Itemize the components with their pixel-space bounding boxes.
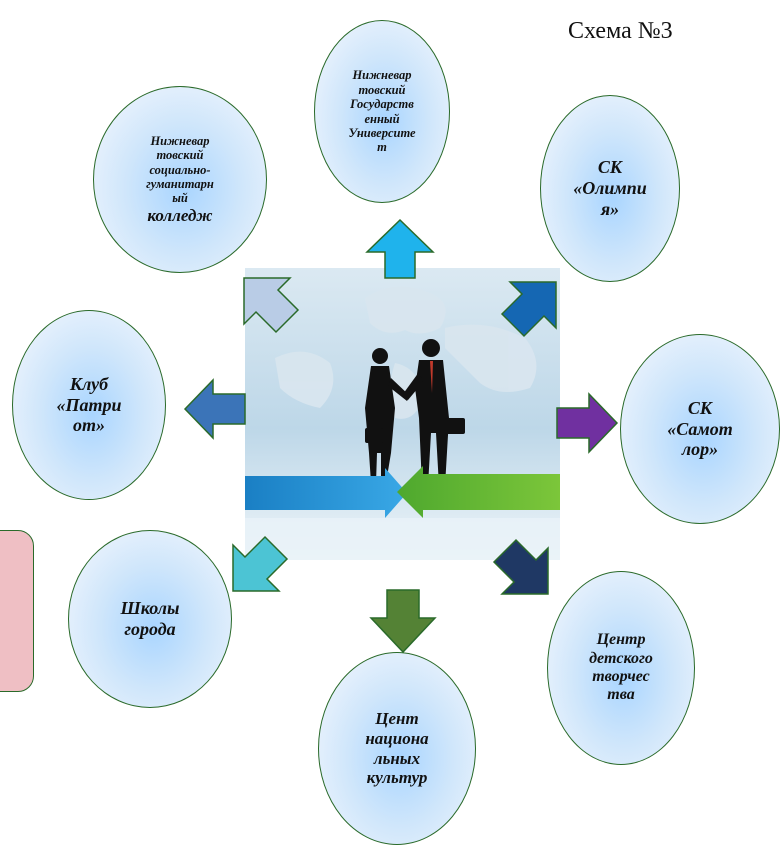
side-pink-box xyxy=(0,530,34,692)
arrow-down xyxy=(369,589,437,654)
node-left-patriot: Клуб «Патри от» xyxy=(12,310,166,500)
node-left-label: Клуб «Патри от» xyxy=(56,373,122,436)
node-top-right-olympia: СК «Олимпи я» xyxy=(540,95,680,282)
node-bottom-right-children: Центр детского творчес тва xyxy=(547,571,695,765)
node-top-left-college: Нижневар товский социально- гуманитарн ы… xyxy=(93,86,267,273)
arrow-down-right xyxy=(492,538,549,595)
arrow-up xyxy=(365,218,435,279)
arrow-right xyxy=(556,392,619,454)
node-top-left-label-small: Нижневар товский социально- гуманитарн ы… xyxy=(146,133,214,206)
node-right-label: СК «Самот лор» xyxy=(667,397,733,460)
node-bottom-right-label: Центр детского творчес тва xyxy=(589,631,653,704)
node-bottom-cultures: Цент национа льных культур xyxy=(318,652,476,845)
arrow-up-left xyxy=(243,277,300,334)
arrow-down-left xyxy=(232,535,289,592)
node-right-samotlor: СК «Самот лор» xyxy=(620,334,780,524)
node-bottom-left-schools: Школы города xyxy=(68,530,232,708)
node-top-left-label-big: колледж xyxy=(147,205,213,225)
diagram-title: Схема №3 xyxy=(568,18,673,44)
node-top-nvgu: Нижневар товский Государств енный Универ… xyxy=(314,20,450,203)
node-top-label: Нижневар товский Государств енный Универ… xyxy=(348,68,416,155)
node-top-right-label: СК «Олимпи я» xyxy=(573,157,647,219)
node-bottom-left-label: Школы города xyxy=(120,598,180,639)
node-bottom-label: Цент национа льных культур xyxy=(365,709,429,788)
arrow-left xyxy=(183,378,246,440)
arrow-up-right xyxy=(500,281,557,338)
